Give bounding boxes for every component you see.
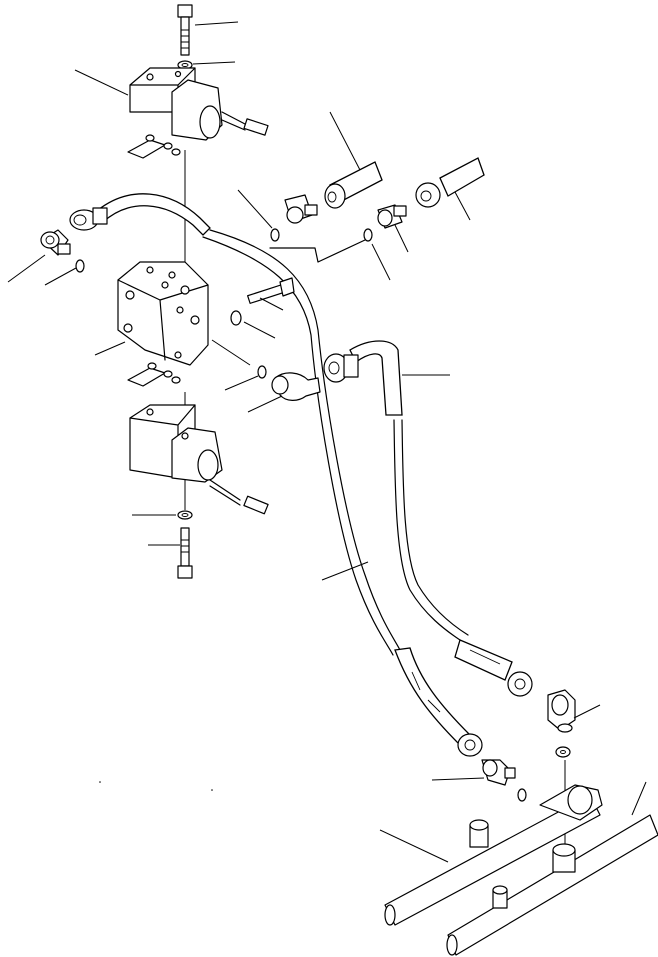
right-pipe-line-b xyxy=(401,419,469,636)
lower-solenoid-valve xyxy=(129,404,269,515)
upper-straight-connector xyxy=(284,194,318,224)
bottom-washer xyxy=(177,510,193,520)
stray-mark xyxy=(211,789,213,791)
bottom-mounting-bolt xyxy=(177,527,193,579)
lower-diagonal-hose xyxy=(394,647,483,757)
upper-gasket-set xyxy=(127,134,181,159)
right-pipe-line-a xyxy=(393,419,461,641)
bottom-tube-upper xyxy=(384,784,603,926)
small-washer xyxy=(230,310,242,326)
left-o-ring xyxy=(75,259,85,273)
lower-elbow-fitting xyxy=(547,689,576,733)
long-pipe-outline-a xyxy=(209,229,401,651)
lower-o-ring xyxy=(517,788,527,802)
bottom-tube-lower xyxy=(446,814,658,956)
upper-o-ring-b xyxy=(363,228,373,242)
left-elbow-fitting xyxy=(40,229,71,256)
long-pipe-outline-b xyxy=(202,236,394,656)
side-o-ring xyxy=(257,365,267,379)
lower-right-hose-segment xyxy=(454,639,533,697)
zigzag-pipe xyxy=(269,239,366,263)
upper-right-connector xyxy=(377,204,407,229)
right-bent-hose xyxy=(323,340,403,416)
upper-left-hose xyxy=(69,193,211,236)
main-valve-block xyxy=(117,261,209,366)
elbow-connector-middle xyxy=(271,372,321,401)
upper-hose-end-a xyxy=(324,161,383,209)
top-mounting-bolt xyxy=(177,4,193,56)
upper-solenoid-valve xyxy=(129,67,269,141)
lower-gasket-set xyxy=(127,362,181,387)
side-bolt xyxy=(247,277,295,304)
upper-hose-end-b xyxy=(415,157,485,208)
lower-washer xyxy=(555,746,571,758)
stray-mark xyxy=(99,781,101,783)
lower-straight-connector xyxy=(481,759,516,786)
leader-lines xyxy=(7,21,647,863)
upper-o-ring-a xyxy=(270,228,280,242)
